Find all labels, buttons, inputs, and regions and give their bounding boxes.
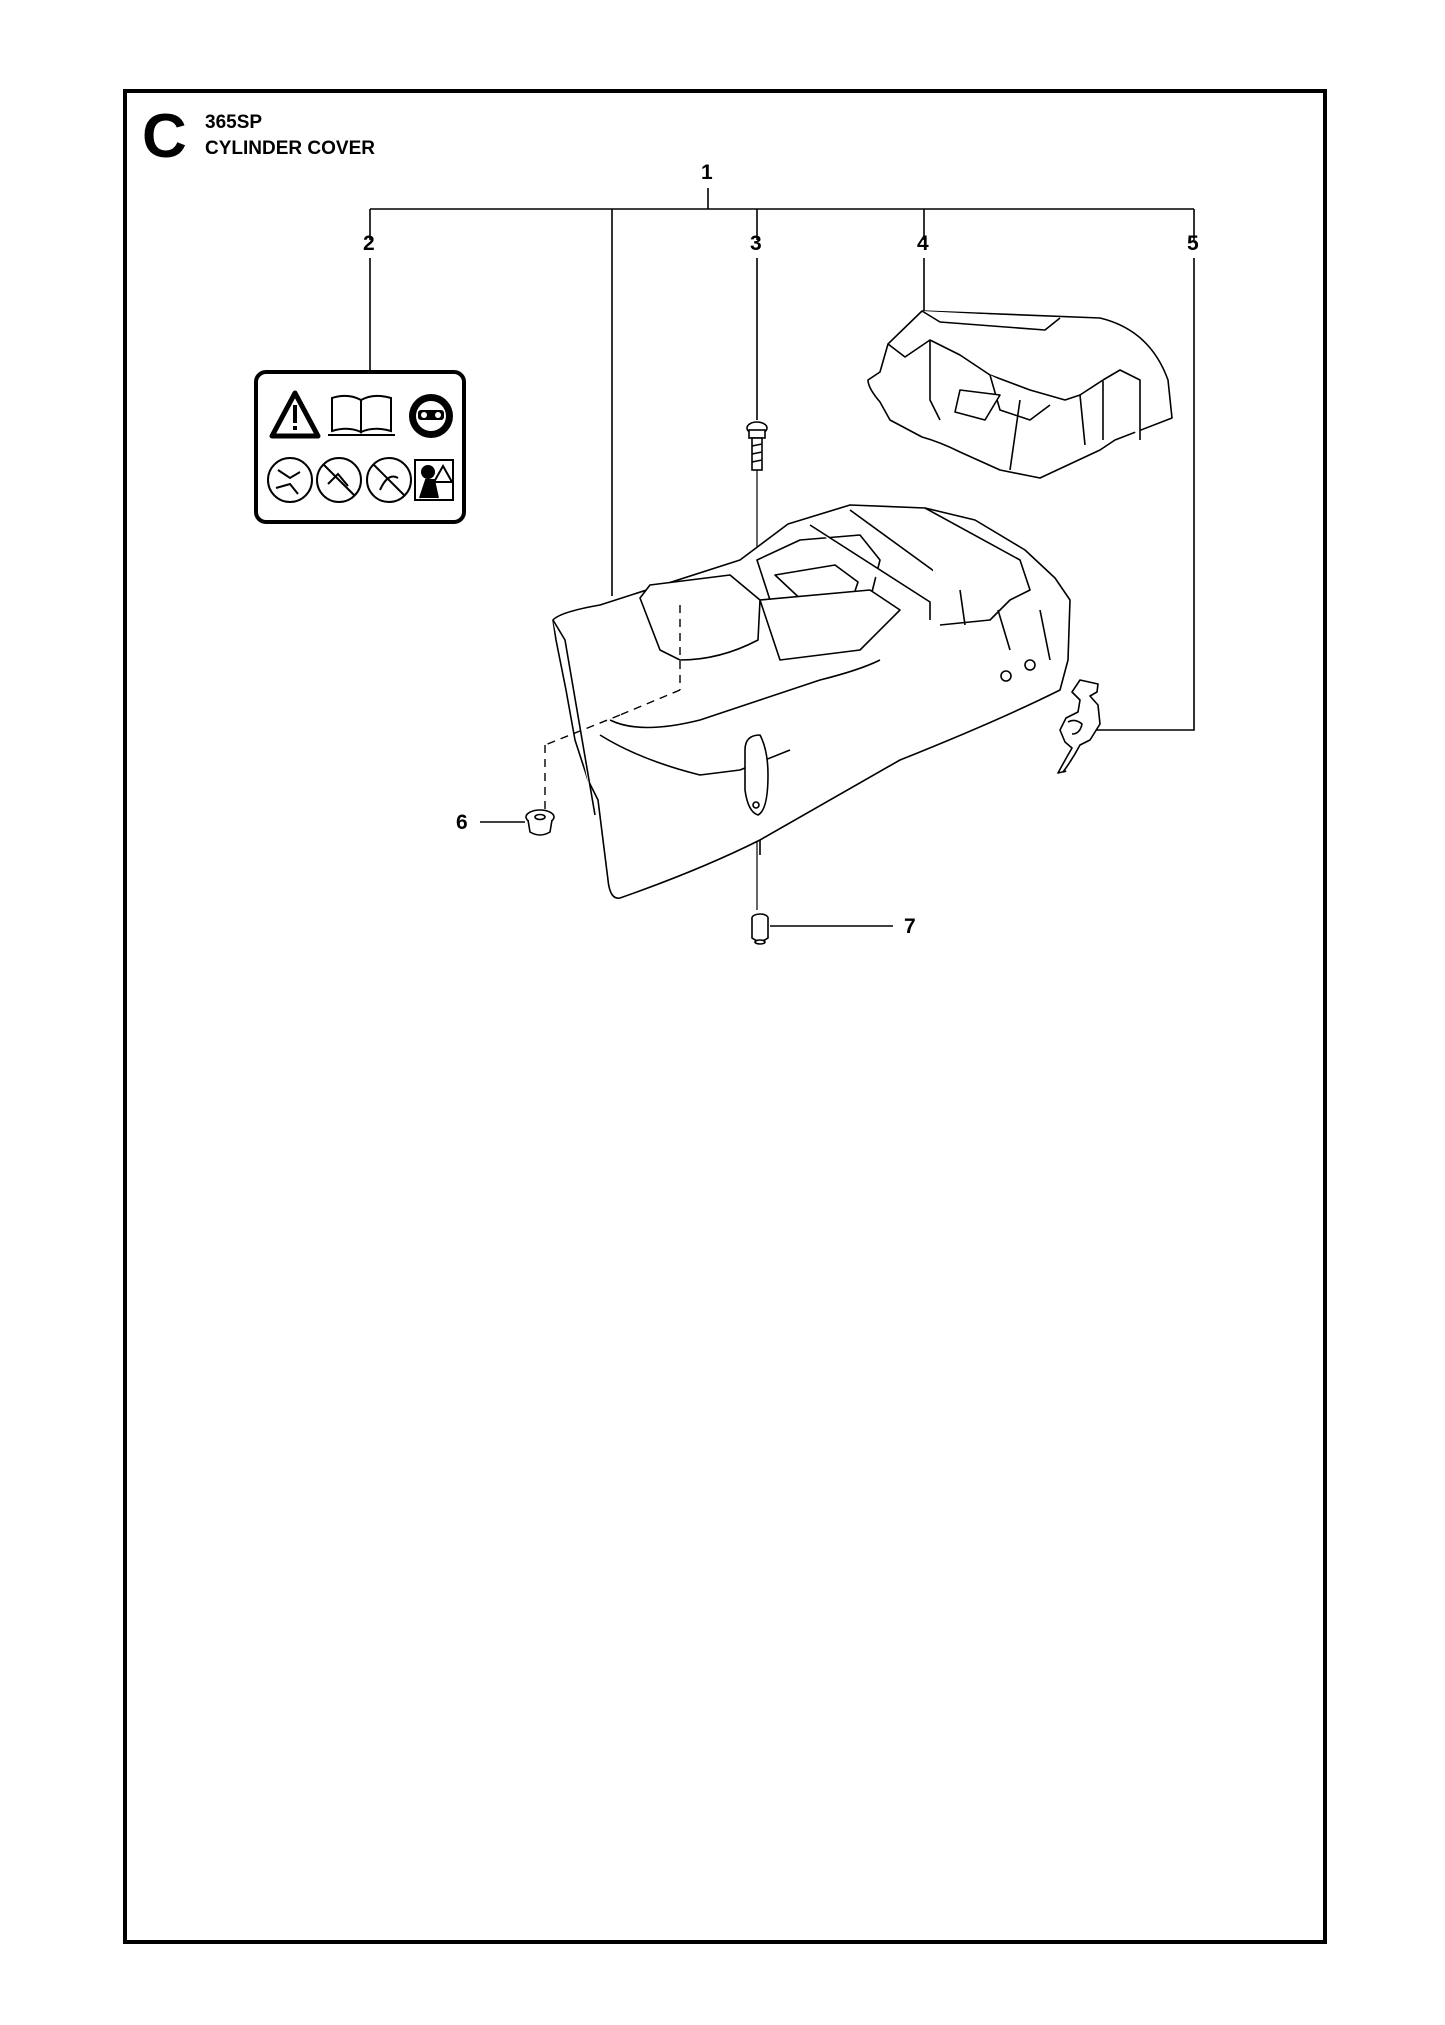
hand-kickback-icon-2 bbox=[316, 457, 362, 503]
model-number: 365SP bbox=[205, 112, 263, 133]
manual-book-icon bbox=[328, 394, 395, 436]
page-title: CYLINDER COVER bbox=[205, 138, 375, 159]
drawing-frame bbox=[123, 89, 1327, 1944]
callout-2: 2 bbox=[363, 232, 375, 255]
hidden-lines bbox=[544, 605, 681, 810]
callout-4: 4 bbox=[917, 232, 929, 255]
side-clip bbox=[1057, 679, 1101, 774]
section-letter: C bbox=[142, 102, 187, 171]
operator-protection-icon bbox=[414, 459, 454, 501]
warning-decal bbox=[254, 370, 466, 524]
hand-kickback-icon-1 bbox=[267, 457, 313, 503]
callout-1: 1 bbox=[701, 161, 713, 184]
warning-triangle-icon bbox=[269, 390, 321, 439]
top-cover-cap bbox=[867, 310, 1173, 479]
no-one-hand-icon bbox=[366, 457, 412, 503]
sleeve-nut bbox=[751, 913, 769, 945]
cylinder-cover-body bbox=[552, 504, 1071, 899]
screw bbox=[746, 421, 768, 471]
callout-6: 6 bbox=[456, 811, 468, 834]
callout-5: 5 bbox=[1187, 232, 1199, 255]
callout-3: 3 bbox=[750, 232, 762, 255]
rubber-grommet bbox=[525, 809, 555, 836]
leader-5 bbox=[1087, 258, 1195, 731]
ear-eye-protection-icon bbox=[409, 394, 453, 438]
callout-7: 7 bbox=[904, 915, 916, 938]
